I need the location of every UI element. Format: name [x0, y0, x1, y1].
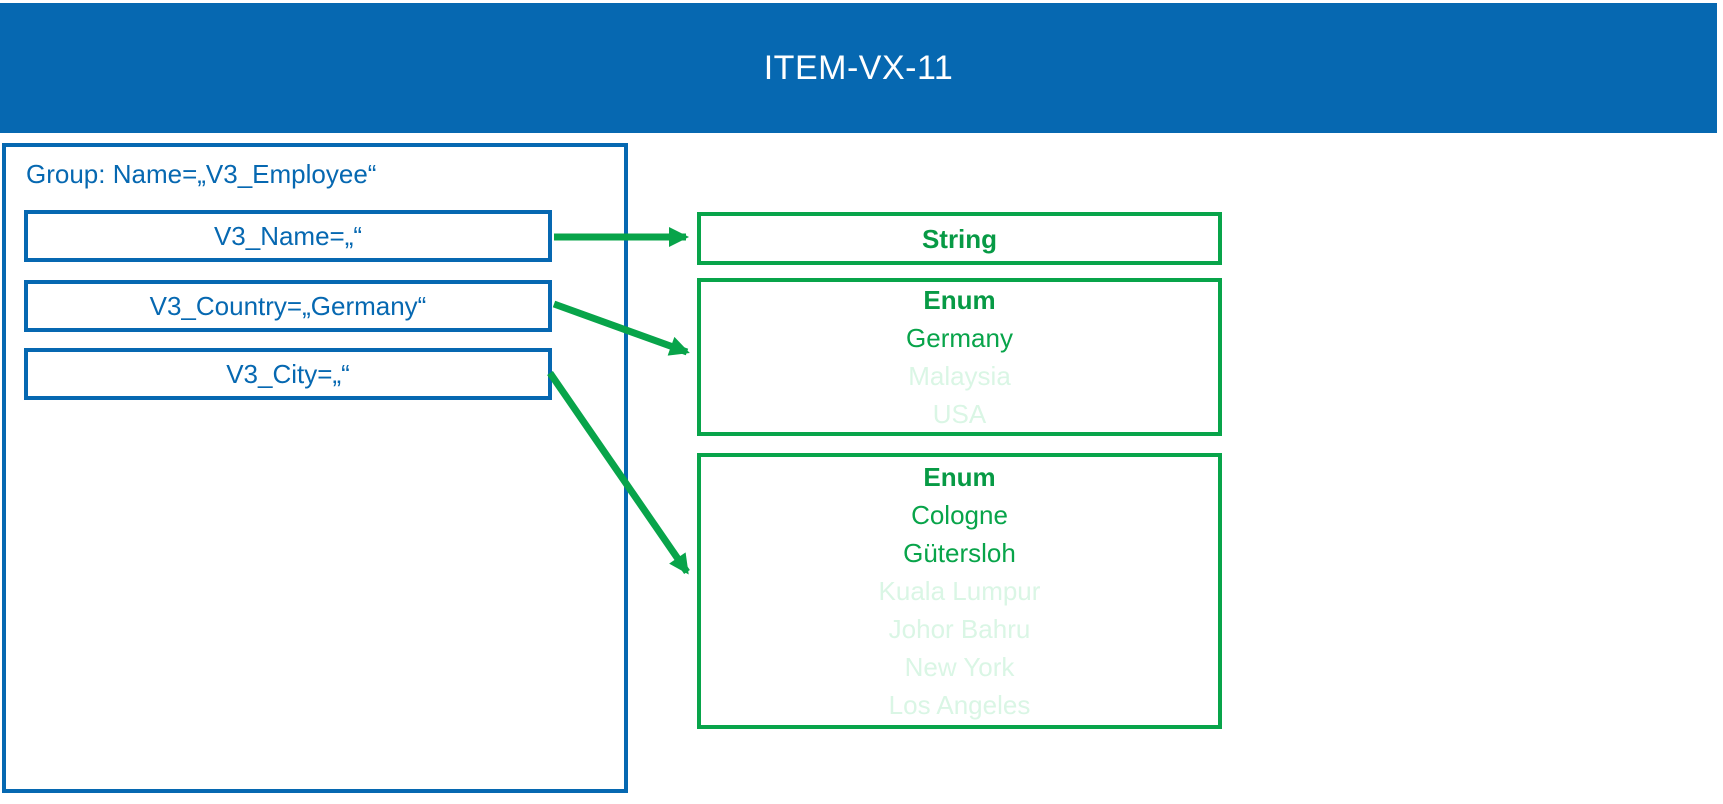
- type-title-enum-countries: Enum: [923, 285, 996, 315]
- enum-value-kuala-lumpur: Kuala Lumpur: [878, 576, 1041, 606]
- enum-value-germany: Germany: [906, 323, 1013, 353]
- page-title: ITEM-VX-11: [763, 48, 954, 87]
- enum-value-johor-bahru: Johor Bahru: [888, 614, 1031, 644]
- enum-value-malaysia: Malaysia: [908, 361, 1011, 391]
- enum-value-new-york: New York: [904, 652, 1015, 682]
- enum-value-guetersloh: Gütersloh: [903, 538, 1016, 568]
- enum-value-cologne: Cologne: [911, 500, 1008, 530]
- field-box-v3-country: V3_Country=„Germany“: [24, 280, 552, 332]
- type-title-string: String: [921, 223, 998, 254]
- field-label-v3-country: V3_Country=„Germany“: [149, 290, 427, 321]
- field-box-v3-name: V3_Name=„“: [24, 210, 552, 262]
- type-title-enum-cities: Enum: [923, 462, 996, 492]
- enum-value-los-angeles: Los Angeles: [888, 690, 1031, 720]
- type-box-string: String: [697, 212, 1222, 265]
- type-box-enum-countries: Enum Germany Malaysia USA: [697, 278, 1222, 436]
- enum-value-usa: USA: [932, 399, 987, 429]
- field-box-v3-city: V3_City=„“: [24, 348, 552, 400]
- header-bar: ITEM-VX-11: [0, 3, 1717, 133]
- group-label: Group: Name=„V3_Employee“: [26, 159, 377, 189]
- field-label-v3-name: V3_Name=„“: [213, 220, 363, 251]
- group-box: Group: Name=„V3_Employee“ V3_Name=„“ V3_…: [2, 143, 628, 793]
- type-box-enum-cities: Enum Cologne Gütersloh Kuala Lumpur Joho…: [697, 453, 1222, 729]
- field-label-v3-city: V3_City=„“: [226, 358, 350, 389]
